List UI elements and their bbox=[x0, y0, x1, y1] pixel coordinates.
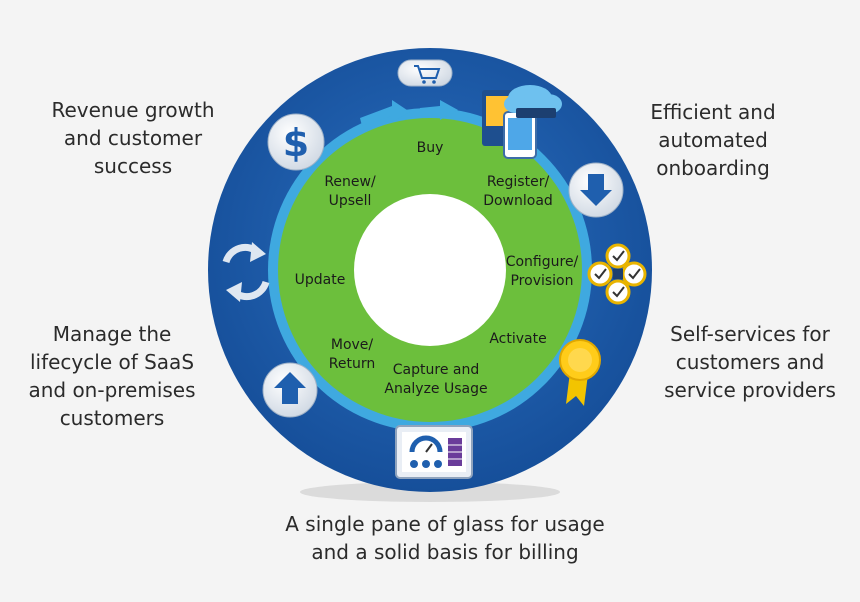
step-capture-line1: Capture and bbox=[393, 362, 479, 378]
caption-revenue-growth: Revenue growth and customer success bbox=[51, 98, 215, 178]
cycle-arrow-2 bbox=[420, 100, 458, 120]
caption-efficient-onboarding: Efficient and automated onboarding bbox=[650, 100, 776, 180]
caption-manage-lifecycle: Manage the lifecycle of SaaS and on-prem… bbox=[28, 322, 196, 430]
checkmarks-icon bbox=[587, 243, 647, 305]
svg-text:$: $ bbox=[283, 121, 309, 165]
dashboard-icon bbox=[395, 425, 473, 479]
step-move-line1: Move/ bbox=[331, 337, 374, 353]
award-ribbon-icon bbox=[559, 339, 601, 406]
step-activate: Activate bbox=[489, 331, 546, 347]
caption-self-services: Self-services for customers and service … bbox=[664, 322, 836, 402]
step-renew-line2: Upsell bbox=[329, 193, 372, 209]
cloud-device-icon bbox=[482, 85, 562, 159]
step-configure-line1: Configure/ bbox=[506, 254, 579, 270]
step-update: Update bbox=[295, 272, 346, 288]
step-renew-line1: Renew/ bbox=[324, 174, 376, 190]
dollar-icon: $ bbox=[267, 113, 325, 171]
cycle-steps: Buy Register/ Download Configure/ Provis… bbox=[295, 140, 579, 397]
step-configure-line2: Provision bbox=[510, 273, 573, 289]
step-move-line2: Return bbox=[329, 356, 375, 372]
step-register-line2: Download bbox=[483, 193, 553, 209]
center-hole bbox=[354, 194, 506, 346]
download-arrow-icon bbox=[568, 162, 624, 218]
upload-arrow-icon bbox=[262, 362, 318, 418]
step-register-line1: Register/ bbox=[487, 174, 550, 190]
caption-single-pane: A single pane of glass for usage and a s… bbox=[285, 512, 605, 564]
step-capture-line2: Analyze Usage bbox=[384, 381, 487, 397]
step-buy: Buy bbox=[417, 140, 444, 156]
cycle-arrow-1 bbox=[360, 100, 410, 126]
shopping-cart-icon bbox=[397, 59, 453, 87]
refresh-icon bbox=[222, 242, 270, 302]
